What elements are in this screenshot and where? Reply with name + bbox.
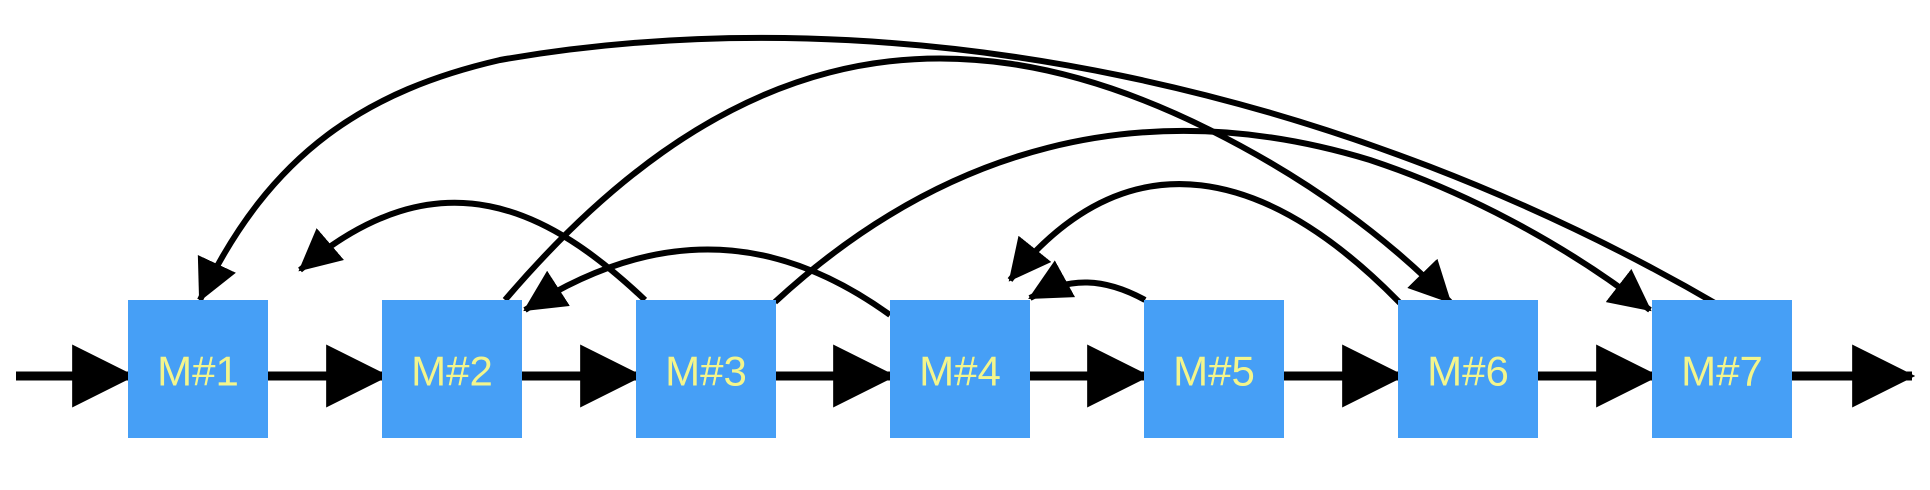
node-m2-label: M#2 [411, 348, 493, 395]
node-m2: M#2 [382, 300, 522, 438]
node-m4-label: M#4 [919, 348, 1001, 395]
node-m1: M#1 [128, 300, 268, 438]
node-m7-label: M#7 [1681, 348, 1763, 395]
edge-m3-to-m7 [772, 127, 1652, 313]
node-m3-label: M#3 [665, 348, 747, 395]
edge-m5-to-m4 [1028, 260, 1147, 303]
node-m1-label: M#1 [157, 348, 239, 395]
curved-edges [197, 34, 1722, 318]
node-m5-label: M#5 [1173, 348, 1255, 395]
edge-m7-to-m1 [197, 34, 1722, 309]
node-m4: M#4 [890, 300, 1030, 438]
node-m5: M#5 [1144, 300, 1284, 438]
edge-m4-to-m2 [523, 246, 892, 318]
node-m6-label: M#6 [1427, 348, 1509, 395]
node-group: M#1 M#2 M#3 M#4 M#5 M#6 M#7 [128, 300, 1792, 438]
edge-m3-to-m1 [298, 199, 648, 303]
node-m7: M#7 [1652, 300, 1792, 438]
node-m6: M#6 [1398, 300, 1538, 438]
edge-m2-to-m6 [502, 55, 1453, 305]
node-m3: M#3 [636, 300, 776, 438]
edge-m6-to-m4 [1007, 181, 1403, 306]
